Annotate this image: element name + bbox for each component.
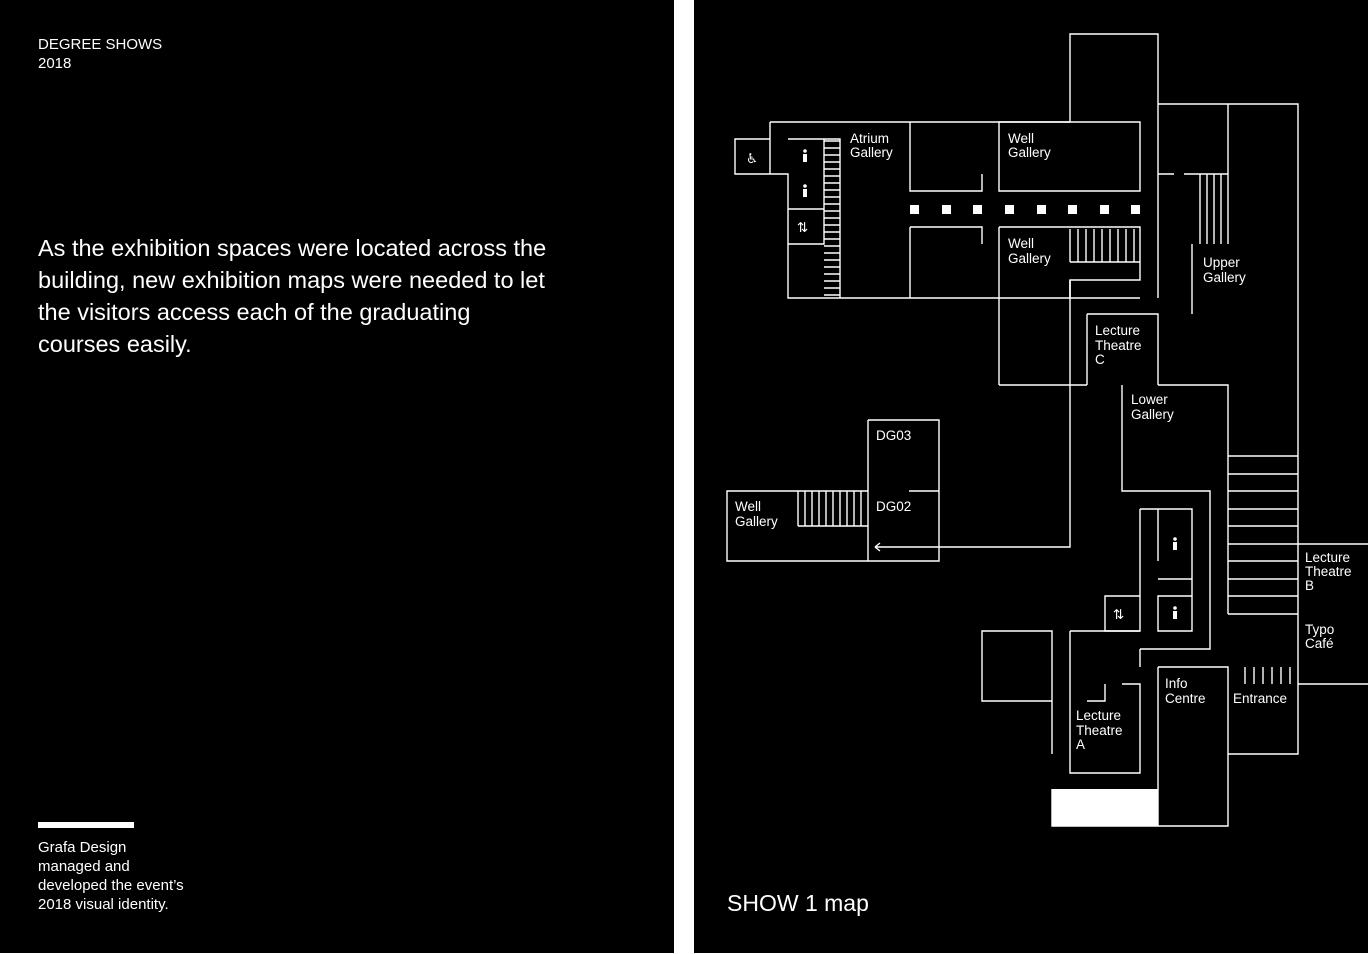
header-year: 2018: [38, 55, 72, 72]
svg-text:Gallery: Gallery: [1008, 251, 1051, 266]
credit-line-3: developed the event’s: [38, 877, 184, 894]
lift-icon: ⇅: [797, 220, 808, 235]
svg-text:Lecture: Lecture: [1095, 323, 1140, 338]
map-caption: SHOW 1 map: [727, 890, 869, 916]
credit-line-4: 2018 visual identity.: [38, 896, 169, 913]
entrance-turnstiles: [1244, 667, 1291, 684]
toilet-icon: [803, 149, 807, 162]
wall-central-rooms: [909, 121, 1141, 385]
toilet-icon: [803, 184, 807, 197]
dg-stairs: [797, 491, 868, 527]
svg-text:Café: Café: [1305, 636, 1334, 651]
svg-text:Gallery: Gallery: [735, 514, 778, 529]
label-lecture-theatre-a: Lecture Theatre A: [1076, 708, 1123, 752]
svg-text:B: B: [1305, 578, 1314, 593]
label-lower-gallery: Lower Gallery: [1131, 392, 1174, 422]
credit-line-2: managed and: [38, 858, 130, 875]
svg-text:Atrium: Atrium: [850, 131, 889, 146]
lift-icon: ⇅: [1113, 607, 1124, 622]
label-dg03: DG03: [876, 428, 911, 443]
corridor-markers: [910, 205, 1140, 214]
header-title: DEGREE SHOWS: [38, 36, 163, 53]
floor-plan: ♿ ⇅ ⇅ Atrium Gallery Well Gallery: [726, 33, 1368, 827]
wall-atrium: [788, 138, 841, 298]
label-well-gallery-mid: Well Gallery: [1008, 236, 1051, 266]
svg-text:Lower: Lower: [1131, 392, 1168, 407]
svg-text:A: A: [1076, 737, 1085, 752]
svg-text:Well: Well: [1008, 236, 1034, 251]
credit-line-1: Grafa Design: [38, 839, 127, 856]
upper-gallery-stairs: [1199, 174, 1222, 244]
svg-text:Well: Well: [1008, 131, 1034, 146]
accessible-icon: ♿: [746, 151, 758, 166]
wall-lower-gallery: [1121, 385, 1298, 650]
svg-text:⇅: ⇅: [1113, 607, 1124, 622]
svg-text:Gallery: Gallery: [1131, 407, 1174, 422]
svg-text:Lecture: Lecture: [1305, 550, 1350, 565]
label-atrium-gallery: Atrium Gallery: [850, 131, 893, 160]
solid-block: [1052, 789, 1158, 826]
label-upper-gallery: Upper Gallery: [1203, 255, 1246, 285]
well-gallery-stairs: [1069, 229, 1140, 263]
label-lecture-theatre-b: Lecture Theatre B: [1305, 550, 1352, 593]
svg-text:Upper: Upper: [1203, 255, 1240, 270]
label-dg02: DG02: [876, 499, 911, 514]
svg-text:Gallery: Gallery: [1203, 270, 1246, 285]
label-well-gallery-top: Well Gallery: [1008, 131, 1051, 160]
svg-text:Theatre: Theatre: [1305, 564, 1352, 579]
label-lecture-theatre-c: Lecture Theatre C: [1095, 323, 1142, 367]
svg-text:Theatre: Theatre: [1095, 338, 1142, 353]
wall-upper-gallery: [1158, 103, 1299, 615]
wall-lecture-theatre-a: [981, 630, 1141, 774]
floor-plan-walls: [726, 33, 1368, 827]
divider-rule: [38, 822, 134, 828]
toilet-icon: [1173, 537, 1177, 550]
svg-text:Lecture: Lecture: [1076, 708, 1121, 723]
label-well-gallery-left: Well Gallery: [735, 499, 778, 529]
svg-text:Well: Well: [735, 499, 761, 514]
left-panel: DEGREE SHOWS 2018 As the exhibition spac…: [0, 0, 674, 953]
label-typo-cafe: Typo Café: [1305, 622, 1334, 651]
svg-text:C: C: [1095, 352, 1105, 367]
label-entrance: Entrance: [1233, 691, 1287, 706]
svg-text:Gallery: Gallery: [850, 145, 893, 160]
wall-top-tower: [1069, 33, 1159, 298]
wall-lecture-theatre-b: [1228, 543, 1368, 755]
atrium-stairs: [824, 140, 840, 296]
svg-text:Gallery: Gallery: [1008, 145, 1051, 160]
svg-text:Info: Info: [1165, 676, 1188, 691]
toilet-icon: [1173, 606, 1177, 619]
wall-well-gallery-mid: [999, 226, 1141, 299]
wall-lecture-theatre-c: [875, 280, 1159, 548]
intro-text: As the exhibition spaces were located ac…: [38, 235, 547, 357]
wall-services-cluster: [1104, 508, 1193, 632]
svg-text:♿: ♿: [746, 151, 758, 166]
svg-text:Centre: Centre: [1165, 691, 1206, 706]
arrow-to-dg02: [874, 542, 881, 552]
label-info-centre: Info Centre: [1165, 676, 1206, 706]
svg-text:Typo: Typo: [1305, 622, 1334, 637]
map-panel: ♿ ⇅ ⇅ Atrium Gallery Well Gallery: [694, 0, 1368, 953]
svg-text:⇅: ⇅: [797, 220, 808, 235]
svg-text:Theatre: Theatre: [1076, 723, 1123, 738]
